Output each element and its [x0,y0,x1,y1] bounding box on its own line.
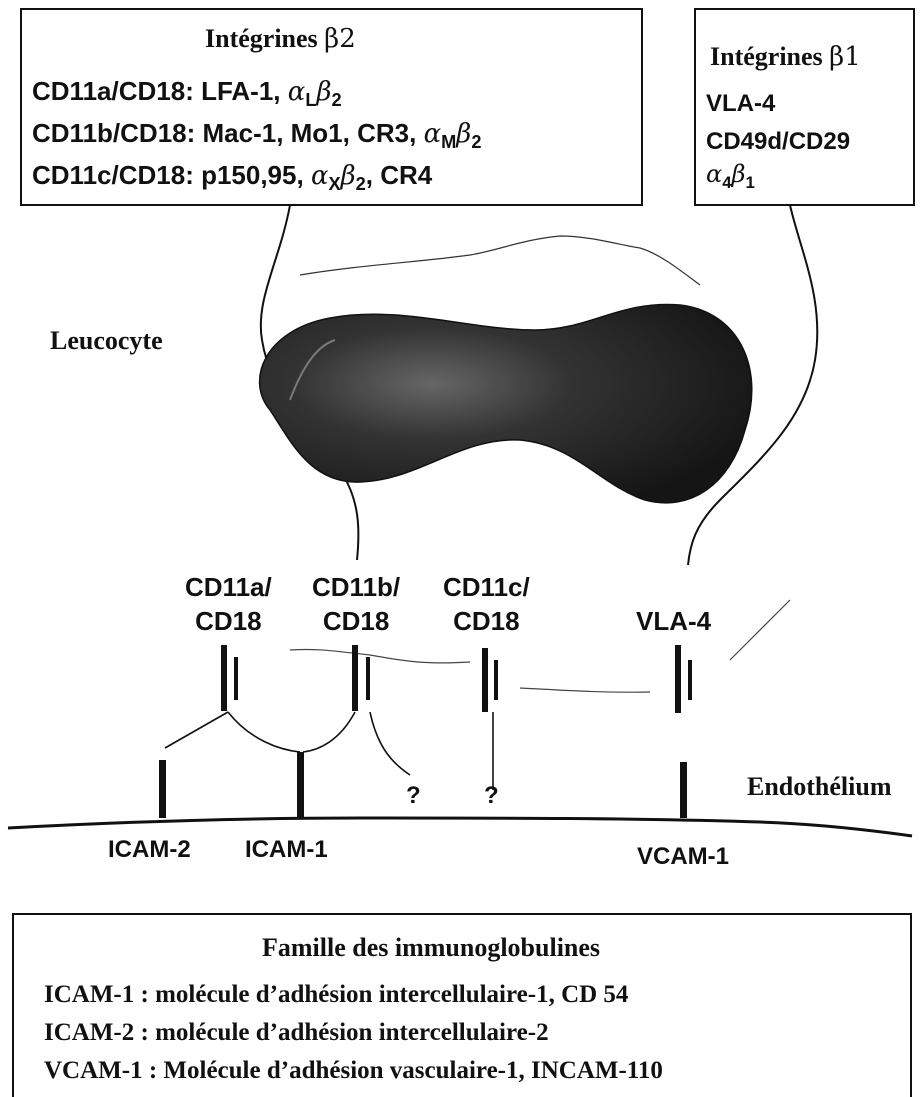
beta1-integrins-box: Intégrines β1 VLA-4 CD49d/CD29 α4β1 [694,8,915,206]
receptor-label-line1: CD11b/ [312,570,400,604]
leucocyte-label: Leucocyte [50,326,163,356]
endothelium-line [8,818,912,836]
receptor-label-line1: CD11c/ [443,570,530,604]
subscript: M [441,132,456,152]
beta-symbol: β [316,77,331,107]
beta-symbol: β [341,161,356,191]
beta2-integrins-box: Intégrines β2 CD11a/CD18: LFA-1, αLβ2 CD… [20,8,643,206]
beta1-title-text: Intégrines [710,42,829,71]
ig-line-icam2: ICAM-2 : molécule d’adhésion intercellul… [44,1019,549,1047]
beta1-line-vla4: VLA-4 [706,90,775,118]
beta2-line-suffix: , CR4 [366,160,432,190]
receptor-label-cd11b: CD11b/ CD18 [312,570,400,638]
ligand-label-vcam1: VCAM-1 [637,843,729,871]
beta2-line-text: CD11c/CD18: p150,95, [32,160,311,190]
beta2-title-greek: β2 [324,24,356,54]
ligand-icam1-bar [297,752,304,818]
alpha-symbol: α [424,119,442,149]
alpha-symbol: α [706,160,722,188]
cell-top-membrane [300,236,700,285]
receptor-label-line1: CD11a/ [185,570,272,604]
leucocyte-nucleus [260,304,752,502]
alpha-symbol: α [288,77,306,107]
receptor-cd11a-bars [221,645,238,711]
receptor-label-line1: VLA-4 [636,604,711,638]
subscript: X [329,174,341,194]
beta-symbol: β [732,160,746,188]
beta1-title-greek: β1 [829,42,861,72]
beta2-title-text: Intégrines [205,24,324,53]
receptor-label-vla4: VLA-4 [636,604,711,638]
beta1-box-title: Intégrines β1 [710,42,861,72]
unknown-ligand-cd11c: ? [484,782,499,810]
ig-box-title: Famille des immunoglobulines [262,933,600,963]
bind-cd11b-icam1 [303,712,355,752]
receptor-label-line2: CD18 [312,604,400,638]
receptor-label-line2: CD18 [185,604,272,638]
ligand-vcam1-bar [680,762,687,818]
ligand-label-icam1: ICAM-1 [245,836,328,864]
subscript: L [305,90,316,110]
alpha-symbol: α [311,161,329,191]
beta-symbol: β [456,119,471,149]
bind-cd11a-icam2 [165,712,228,748]
ig-line-icam1: ICAM-1 : molécule d’adhésion intercellul… [44,981,628,1009]
receptor-label-cd11c: CD11c/ CD18 [443,570,530,638]
bind-cd11b-unknown [370,712,410,775]
bind-cd11a-icam1 [228,712,300,752]
beta1-line-cd49d: CD49d/CD29 [706,128,850,156]
beta2-line-text: CD11b/CD18: Mac-1, Mo1, CR3, [32,118,424,148]
receptor-label-line2: CD18 [443,604,530,638]
subscript: 2 [331,90,341,110]
beta2-line-cd11c: CD11c/CD18: p150,95, αXβ2, CR4 [32,160,432,195]
beta2-line-cd11a: CD11a/CD18: LFA-1, αLβ2 [32,76,342,111]
beta2-line-text: CD11a/CD18: LFA-1, [32,76,288,106]
receptor-label-cd11a: CD11a/ CD18 [185,570,272,638]
subscript: 4 [722,173,731,192]
ligand-label-icam2: ICAM-2 [108,836,191,864]
unknown-ligand-cd11b: ? [406,782,421,810]
beta1-line-alpha4beta1: α4β1 [706,160,755,193]
beta2-box-title: Intégrines β2 [205,24,356,54]
subscript: 1 [745,173,754,192]
receptor-cd11c-bars [482,648,498,712]
subscript: 2 [356,174,366,194]
receptor-vla4-bars [675,645,692,713]
ig-line-vcam1: VCAM-1 : Molécule d’adhésion vasculaire-… [44,1057,663,1085]
ligand-icam2-bar [159,760,166,818]
endothelium-label: Endothélium [747,772,892,802]
immunoglobulin-family-box: Famille des immunoglobulines ICAM-1 : mo… [12,913,912,1097]
subscript: 2 [471,132,481,152]
beta2-line-cd11b: CD11b/CD18: Mac-1, Mo1, CR3, αMβ2 [32,118,481,153]
